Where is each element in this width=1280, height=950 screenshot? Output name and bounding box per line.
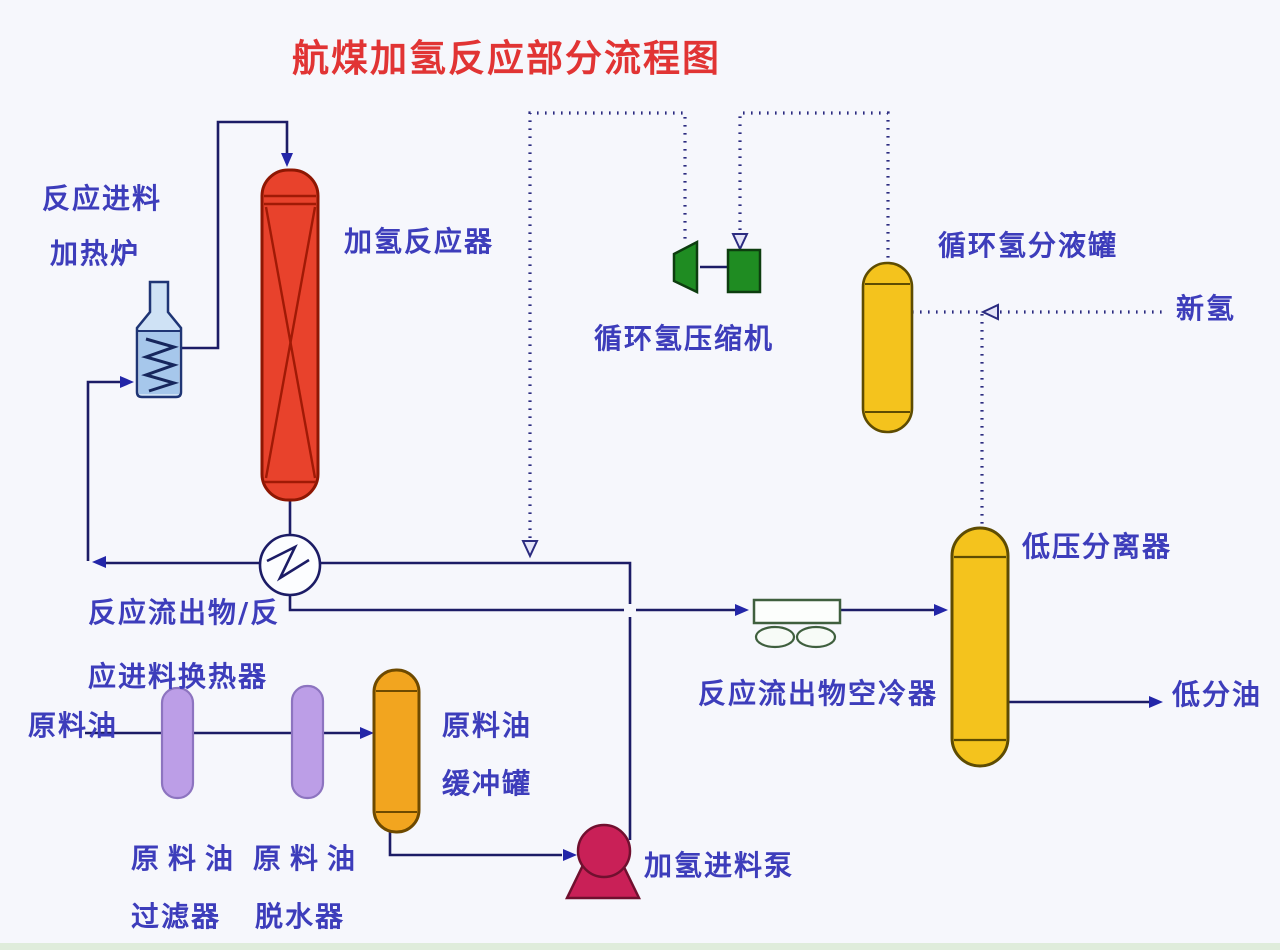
diagram-title: 航煤加氢反应部分流程图 xyxy=(292,37,721,80)
feed-effluent-exchanger xyxy=(258,533,322,597)
cooler-fan-2 xyxy=(795,625,837,649)
recycle-hydrogen-compressor xyxy=(672,239,762,294)
arrow-into-compressor xyxy=(731,233,749,252)
exchanger-to-heater-pipe xyxy=(86,380,126,561)
separator-shell xyxy=(950,526,1010,768)
compressor-discharge-dotted xyxy=(528,111,687,546)
compressor-wheel xyxy=(672,239,699,294)
cooler-fan-1 xyxy=(754,625,796,649)
solid-arrowheads xyxy=(92,153,1163,861)
exchanger-zigzag xyxy=(266,544,310,582)
label-heater-line2: 加热炉 xyxy=(50,237,141,270)
arrow-into-reactor-top xyxy=(281,153,293,167)
compressor-suction-dotted xyxy=(738,111,890,260)
arrow-h2-into-drum xyxy=(980,303,999,321)
dotted-arrowheads xyxy=(521,233,999,559)
label-heater-line1: 反应进料 xyxy=(42,182,163,215)
cooler-box xyxy=(752,598,842,625)
arrow-into-separator xyxy=(934,604,948,616)
arrow-exchanger-outlet xyxy=(92,556,106,568)
label-reactor: 加氢反应器 xyxy=(344,225,495,258)
feed-oil-dehydrator-vessel xyxy=(290,684,325,800)
arrow-into-buffer xyxy=(360,727,374,739)
label-exchanger-line1: 反应流出物/反 xyxy=(88,596,281,629)
reactor-effluent-pipe xyxy=(288,497,736,612)
pump-casing xyxy=(576,823,632,879)
arrow-into-cooler xyxy=(735,604,749,616)
buffer-shell xyxy=(372,668,421,834)
label-recycle-drum: 循环氢分液罐 xyxy=(938,229,1119,262)
drum-shell xyxy=(861,261,914,434)
recycle-hydrogen-drum xyxy=(861,261,914,434)
label-air-cooler: 反应流出物空冷器 xyxy=(698,677,939,710)
label-exchanger-line2: 应进料换热器 xyxy=(88,660,269,693)
label-dehydrator-line2: 脱水器 xyxy=(255,900,346,933)
buffer-to-pump-pipe xyxy=(388,832,562,857)
low-pressure-separator xyxy=(950,526,1010,768)
label-filter-line2: 过滤器 xyxy=(131,900,222,933)
hydrogenation-reactor xyxy=(260,168,320,502)
label-fresh-hydrogen: 新氢 xyxy=(1176,292,1237,325)
label-lp-separator: 低压分离器 xyxy=(1022,530,1173,563)
arrow-lp-oil xyxy=(1149,696,1163,708)
label-buffer-line2: 缓冲罐 xyxy=(442,767,533,800)
heater-coil xyxy=(141,337,180,393)
arrow-h2-into-feedline xyxy=(521,540,539,559)
label-compressor: 循环氢压缩机 xyxy=(594,322,775,355)
dotted-hydrogen-lines xyxy=(528,111,1162,546)
reaction-feed-heater xyxy=(135,280,183,399)
arrow-into-heater xyxy=(120,376,134,388)
label-lp-oil: 低分油 xyxy=(1172,678,1263,711)
effluent-air-cooler xyxy=(752,598,842,649)
label-buffer-line1: 原料油 xyxy=(442,709,533,742)
arrow-into-pump xyxy=(563,849,577,861)
compressor-driver xyxy=(726,248,762,294)
feed-oil-filter-vessel xyxy=(160,686,195,800)
exchanger-circle xyxy=(258,533,322,597)
label-filter-line1: 原料油 xyxy=(131,842,243,875)
label-feed-oil: 原料油 xyxy=(28,709,119,742)
feed-oil-buffer-drum xyxy=(372,668,421,834)
label-feed-pump: 加氢进料泵 xyxy=(644,849,795,882)
heater-to-reactor-pipe xyxy=(181,120,289,350)
reactor-cross-2 xyxy=(264,206,317,479)
hydrogenation-feed-pump xyxy=(565,823,641,900)
label-dehydrator-line1: 原料油 xyxy=(253,842,365,875)
